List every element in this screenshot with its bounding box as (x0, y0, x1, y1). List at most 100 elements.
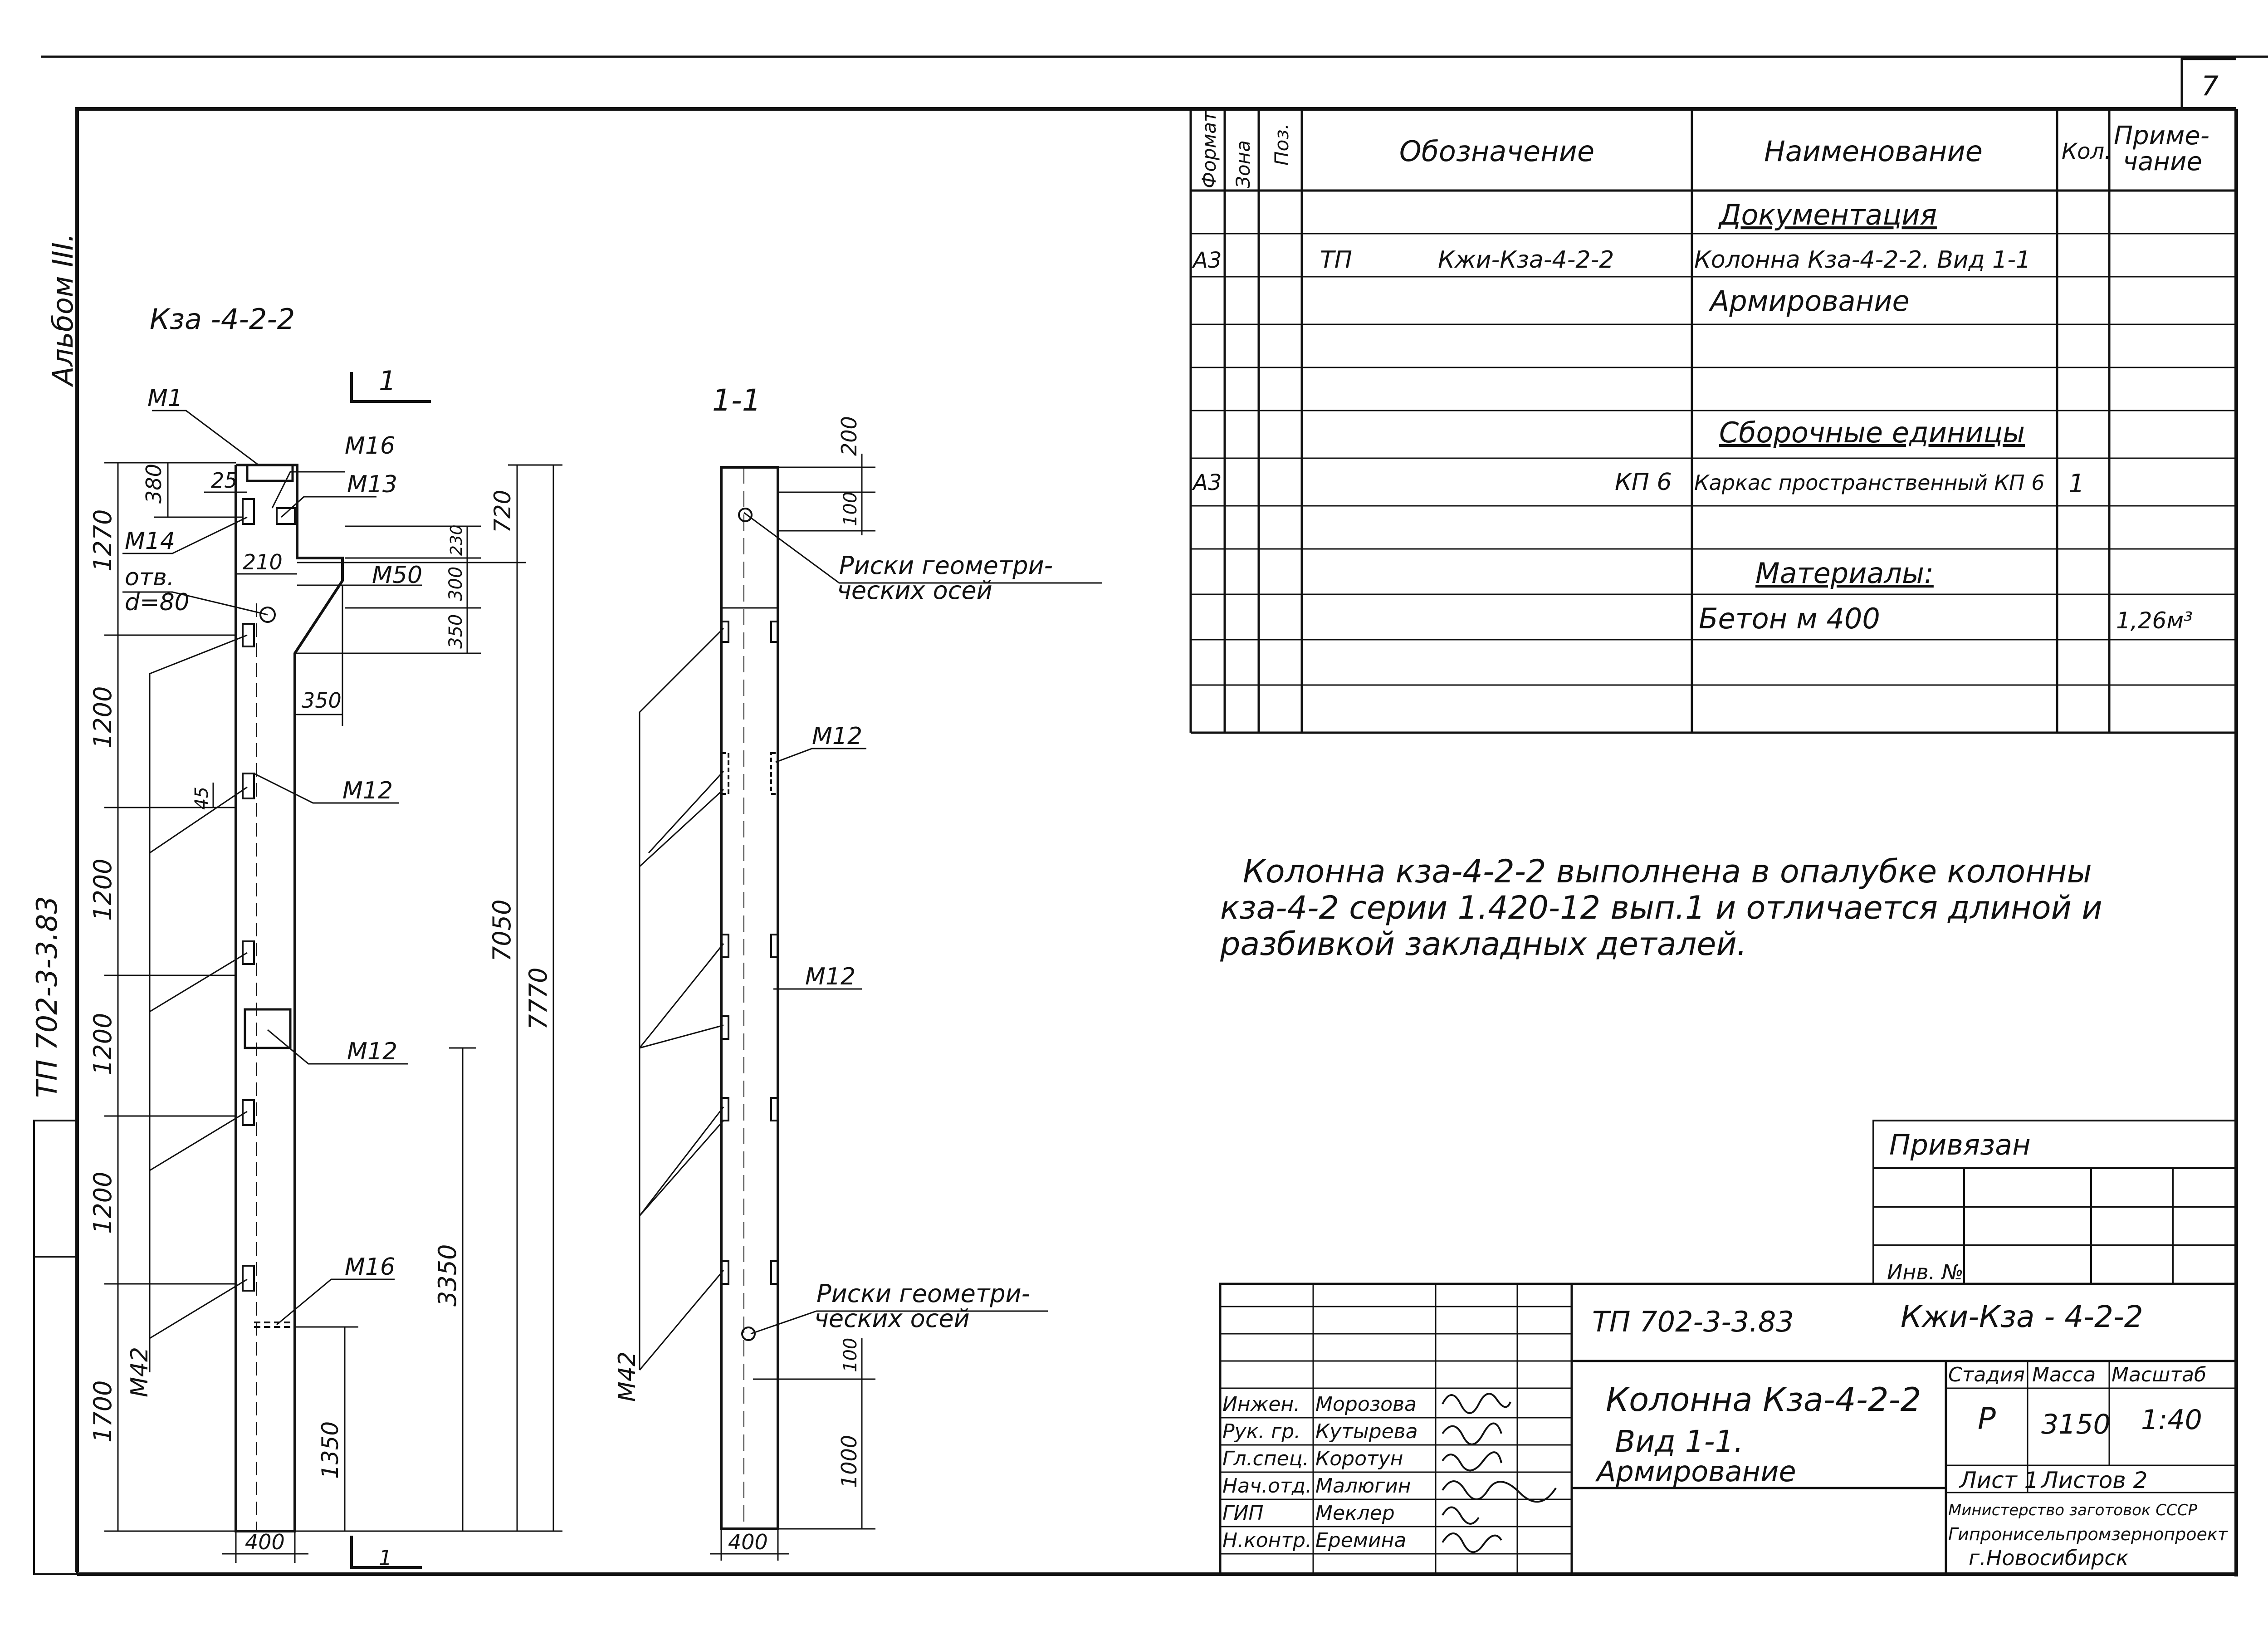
dim-7770: 7770 (524, 968, 552, 1030)
org-line-3: г.Новосибирск (1969, 1546, 2129, 1570)
column-title: Кза -4-2-2 (150, 303, 295, 336)
sig-name-5: Меклер (1315, 1502, 1395, 1525)
row-documentation: Документация (1718, 198, 1937, 231)
binding-stamp: Привязан Инв. № (1872, 1120, 2237, 1285)
dim-7050: 7050 (488, 900, 516, 962)
axes-label-bot-1: Риски геометри- (816, 1279, 1030, 1308)
label-m42: М42 (126, 1347, 153, 1397)
dim-230: 230 (447, 524, 466, 556)
dim-380: 380 (142, 464, 166, 504)
stamp-inv: Инв. № (1887, 1260, 1964, 1284)
row-assemblies: Сборочные единицы (1719, 416, 2025, 449)
section-title: 1-1 (712, 383, 761, 418)
col-header-pos: Поз. (1271, 123, 1293, 166)
sec-dim-200: 200 (837, 416, 861, 456)
dim-45: 45 (191, 787, 212, 810)
label-hole: отв. (125, 564, 174, 591)
dim-1200-b: 1200 (88, 859, 117, 921)
sig-role-2: Рук. гр. (1222, 1420, 1300, 1443)
row7-note: 1,26м³ (2116, 607, 2193, 634)
col-header-format: Формат (1198, 110, 1220, 188)
label-m14: М14 (125, 528, 175, 555)
axes-label-bot-2: ческих осей (814, 1304, 970, 1333)
sheet-number: Лист 1 (1959, 1467, 2038, 1493)
row5-qty: 1 (2068, 469, 2085, 499)
row5-format: А3 (1192, 470, 1222, 495)
sig-role-5: ГИП (1222, 1502, 1264, 1525)
label-m16-top: М16 (345, 432, 395, 460)
scale-value: 1:40 (2141, 1404, 2202, 1436)
album-label: Альбом III. (46, 233, 79, 387)
dim-350-v: 350 (445, 614, 466, 649)
dim-1200-c: 1200 (88, 1013, 117, 1075)
dim-3350: 3350 (433, 1244, 462, 1307)
dim-400-elev: 400 (245, 1530, 285, 1554)
sec-dim-400: 400 (728, 1530, 768, 1554)
project-code: ТП 702-3-3.83 (1592, 1305, 1794, 1338)
row2-prefix: ТП (1320, 246, 1352, 274)
sig-role-4: Нач.отд. (1222, 1474, 1312, 1498)
spec-table: Формат Зона Поз. Обозначение Наименовани… (1189, 109, 2236, 734)
col-header-designation: Обозначение (1399, 135, 1594, 168)
axes-label-top-1: Риски геометри- (839, 551, 1053, 580)
label-m12-a: М12 (342, 777, 393, 804)
row3-name: Армирование (1708, 284, 1910, 318)
dim-720: 720 (489, 490, 516, 533)
row2-designation: Кжи-Кза-4-2-2 (1438, 246, 1614, 274)
row7-name: Бетон м 400 (1699, 602, 1880, 635)
dim-25: 25 (211, 468, 238, 493)
label-m1: М1 (147, 385, 183, 412)
dim-210: 210 (243, 550, 283, 574)
note-line-1: Колонна кза-4-2-2 выполнена в опалубке к… (1243, 853, 2092, 890)
row2-format: А3 (1192, 248, 1222, 273)
org-line-1: Министерство заготовок СССР (1948, 1501, 2197, 1519)
stamp-title: Привязан (1889, 1128, 2031, 1161)
drawing-note: Колонна кза-4-2-2 выполнена в опалубке к… (1220, 853, 2102, 963)
row5-name: Каркас пространственный КП 6 (1694, 470, 2045, 495)
col-header-zone: Зона (1232, 140, 1254, 188)
dim-1270: 1270 (88, 509, 117, 572)
title-block: Инжен. Морозова Рук. гр. Кутырева Гл.спе… (1219, 1283, 2238, 1576)
dim-1200-d: 1200 (88, 1172, 117, 1234)
label-hole-d: d=80 (125, 589, 190, 616)
stage-value: Р (1978, 1401, 1996, 1436)
sig-name-2: Кутырева (1315, 1420, 1418, 1443)
sig-name-4: Малюгин (1315, 1474, 1411, 1498)
label-m50: М50 (372, 562, 422, 589)
sec-dim-100-bot: 100 (840, 1338, 861, 1372)
drawing-code: Кжи-Кза - 4-2-2 (1901, 1299, 2143, 1334)
signature-scribbles (1442, 1393, 1557, 1553)
sig-name-3: Коротун (1315, 1447, 1403, 1470)
sig-name-1: Морозова (1315, 1393, 1417, 1416)
sig-role-3: Гл.спец. (1222, 1447, 1309, 1470)
org-line-2: Гипронисельпромзернопроект (1948, 1524, 2229, 1544)
col-header-name: Наименование (1764, 135, 1983, 168)
dim-300: 300 (445, 567, 466, 601)
col-header-note-1: Приме- (2114, 121, 2209, 151)
section-1-1: 1-1 200 100 (614, 383, 1102, 1561)
series-label: ТП 702-3-3.83 (30, 896, 64, 1098)
page-number: 7 (2201, 70, 2219, 102)
sheets-total: Листов 2 (2040, 1467, 2147, 1493)
drawing-title-1: Колонна Кза-4-2-2 (1606, 1380, 1921, 1419)
note-line-2: кза-4-2 серии 1.420-12 вып.1 и отличаетс… (1220, 889, 2102, 926)
dim-350-h: 350 (302, 688, 342, 713)
col-header-qty: Кол. (2062, 139, 2111, 164)
row2-name: Колонна Кза-4-2-2. Вид 1-1 (1694, 246, 2031, 274)
stage-label: Стадия (1948, 1363, 2025, 1386)
row5-designation: КП 6 (1615, 469, 1672, 496)
scale-label: Масштаб (2112, 1363, 2206, 1386)
col-header-note-2: чание (2123, 147, 2202, 176)
dim-1700: 1700 (88, 1380, 117, 1443)
label-m12-b: М12 (347, 1038, 397, 1065)
note-line-3: разбивкой закладных деталей. (1220, 925, 1747, 963)
dim-1350: 1350 (317, 1421, 343, 1479)
sec-label-m12-a: М12 (812, 723, 862, 750)
mass-value: 3150 (2041, 1409, 2111, 1440)
section-mark-top: 1 (379, 365, 396, 397)
sig-name-6: Еремина (1315, 1529, 1406, 1552)
column-elevation: Кза -4-2-2 1 (88, 303, 562, 1570)
dim-1200-a: 1200 (88, 686, 117, 749)
sec-dim-1000: 1000 (837, 1435, 861, 1488)
